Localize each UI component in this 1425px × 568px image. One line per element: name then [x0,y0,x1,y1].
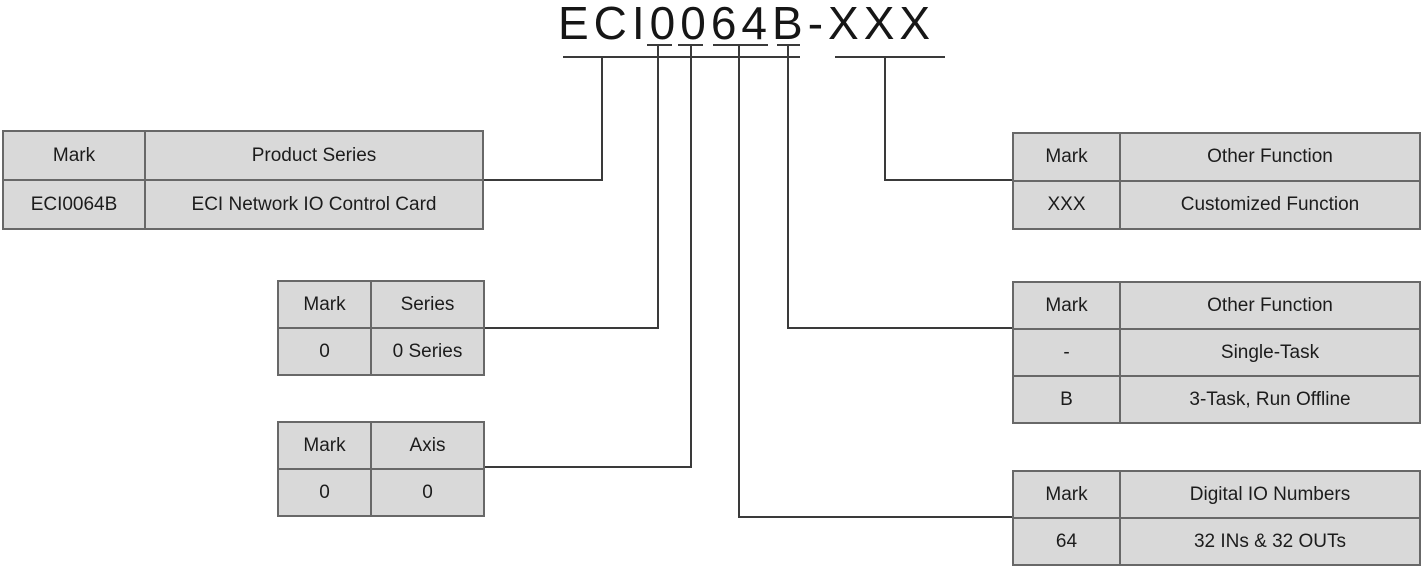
connector-other-function-xxx [884,57,1013,181]
product-code-title: ECI0064B-XXX [558,0,936,49]
header-cell-digital-io-numbers: Digital IO Numbers [1119,470,1421,519]
table-row: ECI0064B ECI Network IO Control Card [2,179,484,230]
table-row: B 3-Task, Run Offline [1012,375,1421,424]
connector-series [484,45,659,329]
header-cell-other-function: Other Function [1119,132,1421,182]
table-header-row: Mark Digital IO Numbers [1012,470,1421,519]
table-header-row: Mark Product Series [2,130,484,181]
connector-digital-io [738,45,1013,518]
table-row: XXX Customized Function [1012,180,1421,230]
other-function-xxx-table: Mark Other Function XXX Customized Funct… [1012,132,1421,230]
digital-io-table: Mark Digital IO Numbers 64 32 INs & 32 O… [1012,470,1421,566]
cell-mark-value: B [1012,375,1121,424]
header-cell-other-function: Other Function [1119,281,1421,330]
table-header-row: Mark Axis [277,421,485,470]
header-cell-mark: Mark [1012,132,1121,182]
table-row: 64 32 INs & 32 OUTs [1012,517,1421,566]
header-cell-mark: Mark [277,421,372,470]
series-table: Mark Series 0 0 Series [277,280,485,376]
axis-table: Mark Axis 0 0 [277,421,485,517]
header-cell-axis: Axis [370,421,485,470]
table-row: - Single-Task [1012,328,1421,377]
connector-other-function-task [787,45,1013,329]
cell-mark-value: 64 [1012,517,1121,566]
header-cell-product-series: Product Series [144,130,484,181]
header-cell-series: Series [370,280,485,329]
table-header-row: Mark Series [277,280,485,329]
cell-other-function-value: Single-Task [1119,328,1421,377]
table-row: 0 0 Series [277,327,485,376]
cell-mark-value: XXX [1012,180,1121,230]
cell-other-function-value: Customized Function [1119,180,1421,230]
connector-product-series [484,57,603,181]
cell-product-series-value: ECI Network IO Control Card [144,179,484,230]
cell-other-function-value: 3-Task, Run Offline [1119,375,1421,424]
cell-mark-value: - [1012,328,1121,377]
other-function-task-table: Mark Other Function - Single-Task B 3-Ta… [1012,281,1421,424]
connector-axis [484,45,692,468]
cell-series-value: 0 Series [370,327,485,376]
cell-mark-value: 0 [277,327,372,376]
header-cell-mark: Mark [1012,470,1121,519]
cell-mark-value: ECI0064B [2,179,146,230]
header-cell-mark: Mark [277,280,372,329]
table-header-row: Mark Other Function [1012,281,1421,330]
header-cell-mark: Mark [2,130,146,181]
header-cell-mark: Mark [1012,281,1121,330]
cell-mark-value: 0 [277,468,372,517]
table-row: 0 0 [277,468,485,517]
cell-axis-value: 0 [370,468,485,517]
cell-digital-io-value: 32 INs & 32 OUTs [1119,517,1421,566]
product-series-table: Mark Product Series ECI0064B ECI Network… [2,130,484,230]
table-header-row: Mark Other Function [1012,132,1421,182]
